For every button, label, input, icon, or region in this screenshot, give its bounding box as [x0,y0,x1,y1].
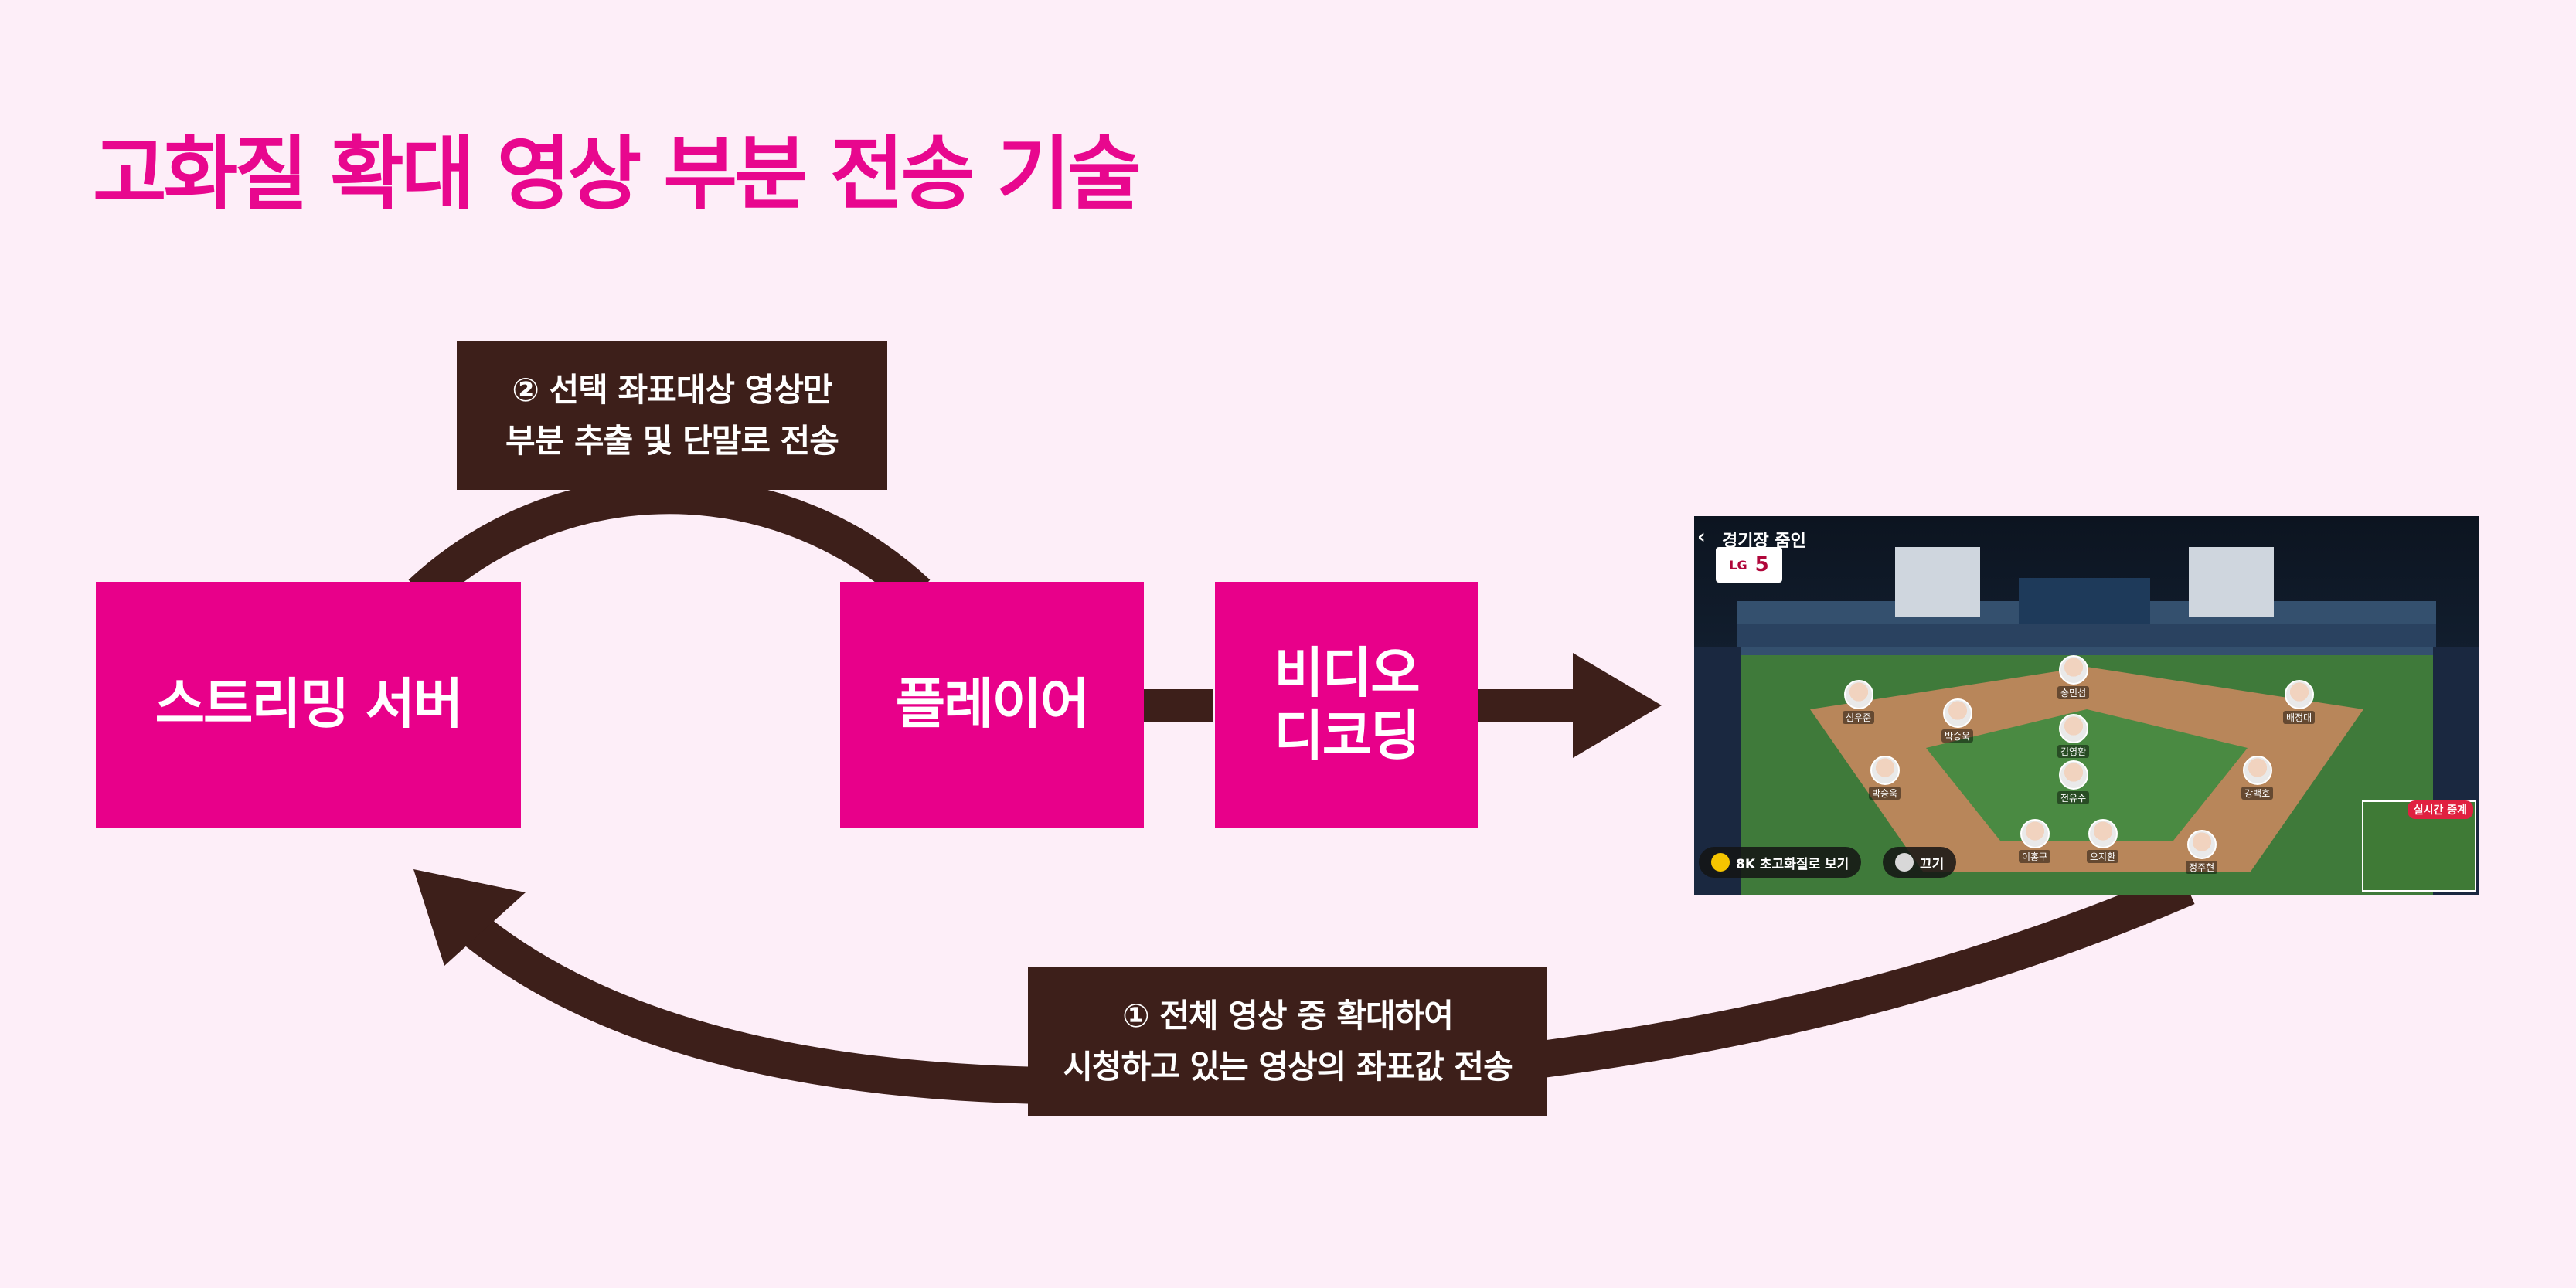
connector-player-decoding [1144,689,1213,722]
step2-line1: ② 선택 좌표대상 영상만 [512,371,832,410]
8k-icon [1711,853,1730,872]
off-icon [1895,853,1914,872]
player-avatar [1843,680,1873,709]
player-name: 박승욱 [1941,729,1974,743]
player-name: 송민섭 [2057,686,2090,699]
player-marker[interactable]: 김영환 [2057,714,2090,758]
live-broadcast-tag: 실시간 중계 [2407,800,2473,819]
player-name: 정주현 [2186,861,2218,874]
player-avatar [2058,655,2088,685]
streaming-server-label: 스트리밍 서버 [155,672,464,736]
arrow-decoding-shaft [1476,689,1577,722]
off-button[interactable]: 끄기 [1883,847,1957,878]
player-name: 전유수 [2057,791,2090,804]
step1-label-box: ① 전체 영상 중 확대하여 시청하고 있는 영상의 좌표값 전송 [1028,967,1547,1116]
player-box: 플레이어 [840,582,1144,828]
player-marker[interactable]: 배정대 [2283,680,2316,724]
player-avatar [1870,756,1900,785]
step1-line1: ① 전체 영상 중 확대하여 [1122,997,1454,1035]
team-score: 5 [1754,553,1769,576]
page-title: 고화질 확대 영상 부분 전송 기술 [93,127,1142,221]
player-marker[interactable]: 이홍구 [2019,819,2051,863]
player-marker[interactable]: 오지환 [2087,819,2119,863]
player-avatar [2020,819,2050,848]
player-avatar [2058,760,2088,790]
streaming-server-box: 스트리밍 서버 [96,582,521,828]
player-marker[interactable]: 송민섭 [2057,655,2090,699]
player-marker[interactable]: 박승욱 [1941,698,1974,743]
player-name: 김영환 [2057,745,2090,758]
arc-server-to-player [408,477,931,607]
player-avatar [2058,714,2088,743]
player-marker[interactable]: 정주현 [2186,830,2218,874]
back-chevron-icon[interactable]: ‹ [1697,525,1706,549]
view-8k-button[interactable]: 8K 초고화질로 보기 [1699,847,1862,878]
off-label: 끄기 [1920,856,1945,872]
return-arrow-head [413,869,526,966]
player-name: 이홍구 [2019,850,2051,863]
view-8k-label: 8K 초고화질로 보기 [1736,856,1849,872]
player-name: 심우준 [1843,711,1875,724]
zoomed-video-screenshot: ‹ 경기장 줌인 LG 5 송민섭 심우준 박승욱 김영환 배정대 박승욱 전유… [1694,516,2479,895]
player-marker[interactable]: 박승욱 [1869,756,1901,800]
step2-label-box: ② 선택 좌표대상 영상만 부분 추출 및 단말로 전송 [457,341,887,490]
arrow-decoding-head [1573,653,1662,758]
player-label: 플레이어 [895,672,1091,736]
player-marker[interactable]: 심우준 [1843,680,1875,724]
step1-line2: 시청하고 있는 영상의 좌표값 전송 [1063,1047,1513,1086]
score-board: LG 5 [1716,547,1782,583]
step2-line2: 부분 추출 및 단말로 전송 [505,421,839,460]
player-name: 배정대 [2283,711,2316,724]
video-decoding-label-1: 비디오 [1274,641,1420,705]
player-name: 오지환 [2087,850,2119,863]
player-avatar [2186,830,2217,859]
team-name: LG [1729,557,1747,573]
player-avatar [2088,819,2118,848]
player-avatar [1942,698,1972,728]
player-name: 박승욱 [1869,787,1901,800]
player-avatar [2284,680,2314,709]
player-avatar [2242,756,2272,785]
player-marker[interactable]: 강백호 [2241,756,2274,800]
player-name: 강백호 [2241,787,2274,800]
player-marker[interactable]: 전유수 [2057,760,2090,804]
video-decoding-label-2: 디코딩 [1274,704,1420,767]
video-decoding-box: 비디오 디코딩 [1215,582,1478,828]
